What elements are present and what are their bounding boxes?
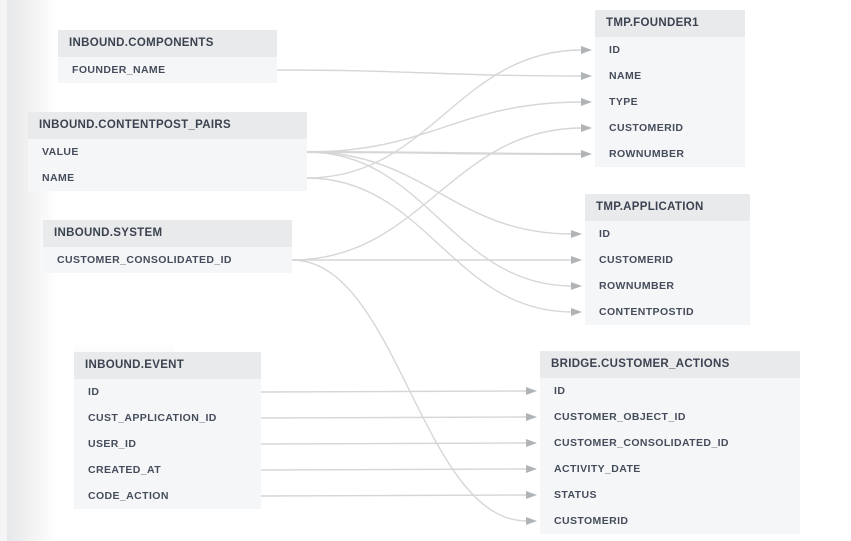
field-tmp-founder1-customerid[interactable]: CUSTOMERID [595,115,745,141]
arrow-icon [571,256,582,264]
field-inbound-components-founder-name[interactable]: FOUNDER_NAME [58,57,277,83]
field-bridge-customer-actions-customer-consolidated-id[interactable]: CUSTOMER_CONSOLIDATED_ID [540,430,800,456]
table-header-inbound-components[interactable]: INBOUND.COMPONENTS [58,30,277,57]
table-header-inbound-event[interactable]: INBOUND.EVENT [74,352,261,379]
mapping-edge-10 [260,390,528,393]
mapping-edge-7 [306,151,573,287]
mapping-edge-2 [306,101,583,153]
arrow-icon [526,465,537,473]
field-inbound-contentpost-pairs-name[interactable]: NAME [28,165,307,191]
table-header-tmp-application[interactable]: TMP.APPLICATION [585,194,750,221]
field-inbound-event-created-at[interactable]: CREATED_AT [74,457,261,483]
field-inbound-event-user-id[interactable]: USER_ID [74,431,261,457]
table-header-tmp-founder1[interactable]: TMP.FOUNDER1 [595,10,745,37]
field-bridge-customer-actions-status[interactable]: STATUS [540,482,800,508]
field-bridge-customer-actions-id[interactable]: ID [540,378,800,404]
mapping-edge-4 [306,150,583,156]
field-inbound-contentpost-pairs-value[interactable]: VALUE [28,139,307,165]
arrow-icon [581,46,592,54]
mapping-edge-0 [276,69,583,77]
arrow-icon [526,491,537,499]
field-inbound-event-cust-application-id[interactable]: CUST_APPLICATION_ID [74,405,261,431]
field-tmp-application-customerid[interactable]: CUSTOMERID [585,247,750,273]
field-tmp-application-contentpostid[interactable]: CONTENTPOSTID [585,299,750,325]
arrow-icon [581,150,592,158]
arrow-icon [571,282,582,290]
field-inbound-event-id[interactable]: ID [74,379,261,405]
field-tmp-application-rownumber[interactable]: ROWNUMBER [585,273,750,299]
arrow-icon [571,308,582,316]
field-tmp-founder1-name[interactable]: NAME [595,63,745,89]
field-tmp-founder1-id[interactable]: ID [595,37,745,63]
arrow-icon [526,413,537,421]
mapping-edge-5 [306,151,573,235]
table-header-inbound-system[interactable]: INBOUND.SYSTEM [43,220,292,247]
mapping-edge-13 [260,468,528,471]
arrow-icon [526,439,537,447]
field-tmp-founder1-rownumber[interactable]: ROWNUMBER [595,141,745,167]
arrow-icon [526,387,537,395]
mapping-edge-8 [306,177,573,313]
mapping-edge-3 [291,127,583,261]
table-header-bridge-customer-actions[interactable]: BRIDGE.CUSTOMER_ACTIONS [540,351,800,378]
field-bridge-customer-actions-customerid[interactable]: CUSTOMERID [540,508,800,534]
field-tmp-founder1-type[interactable]: TYPE [595,89,745,115]
table-header-inbound-contentpost-pairs[interactable]: INBOUND.CONTENTPOST_PAIRS [28,112,307,139]
field-bridge-customer-actions-customer-object-id[interactable]: CUSTOMER_OBJECT_ID [540,404,800,430]
mapping-edge-9 [291,259,528,522]
field-bridge-customer-actions-activity-date[interactable]: ACTIVITY_DATE [540,456,800,482]
arrow-icon [581,98,592,106]
arrow-icon [581,72,592,80]
field-inbound-event-code-action[interactable]: CODE_ACTION [74,483,261,509]
mapping-edge-11 [260,416,528,419]
arrow-icon [571,230,582,238]
arrow-icon [581,124,592,132]
mapping-edge-14 [260,494,528,497]
mapping-edge-12 [260,442,528,445]
mapping-edge-1 [306,49,583,179]
field-tmp-application-id[interactable]: ID [585,221,750,247]
arrow-icon [526,517,537,525]
left-margin-strip [0,0,7,541]
field-inbound-system-customer-consolidated-id[interactable]: CUSTOMER_CONSOLIDATED_ID [43,247,292,273]
